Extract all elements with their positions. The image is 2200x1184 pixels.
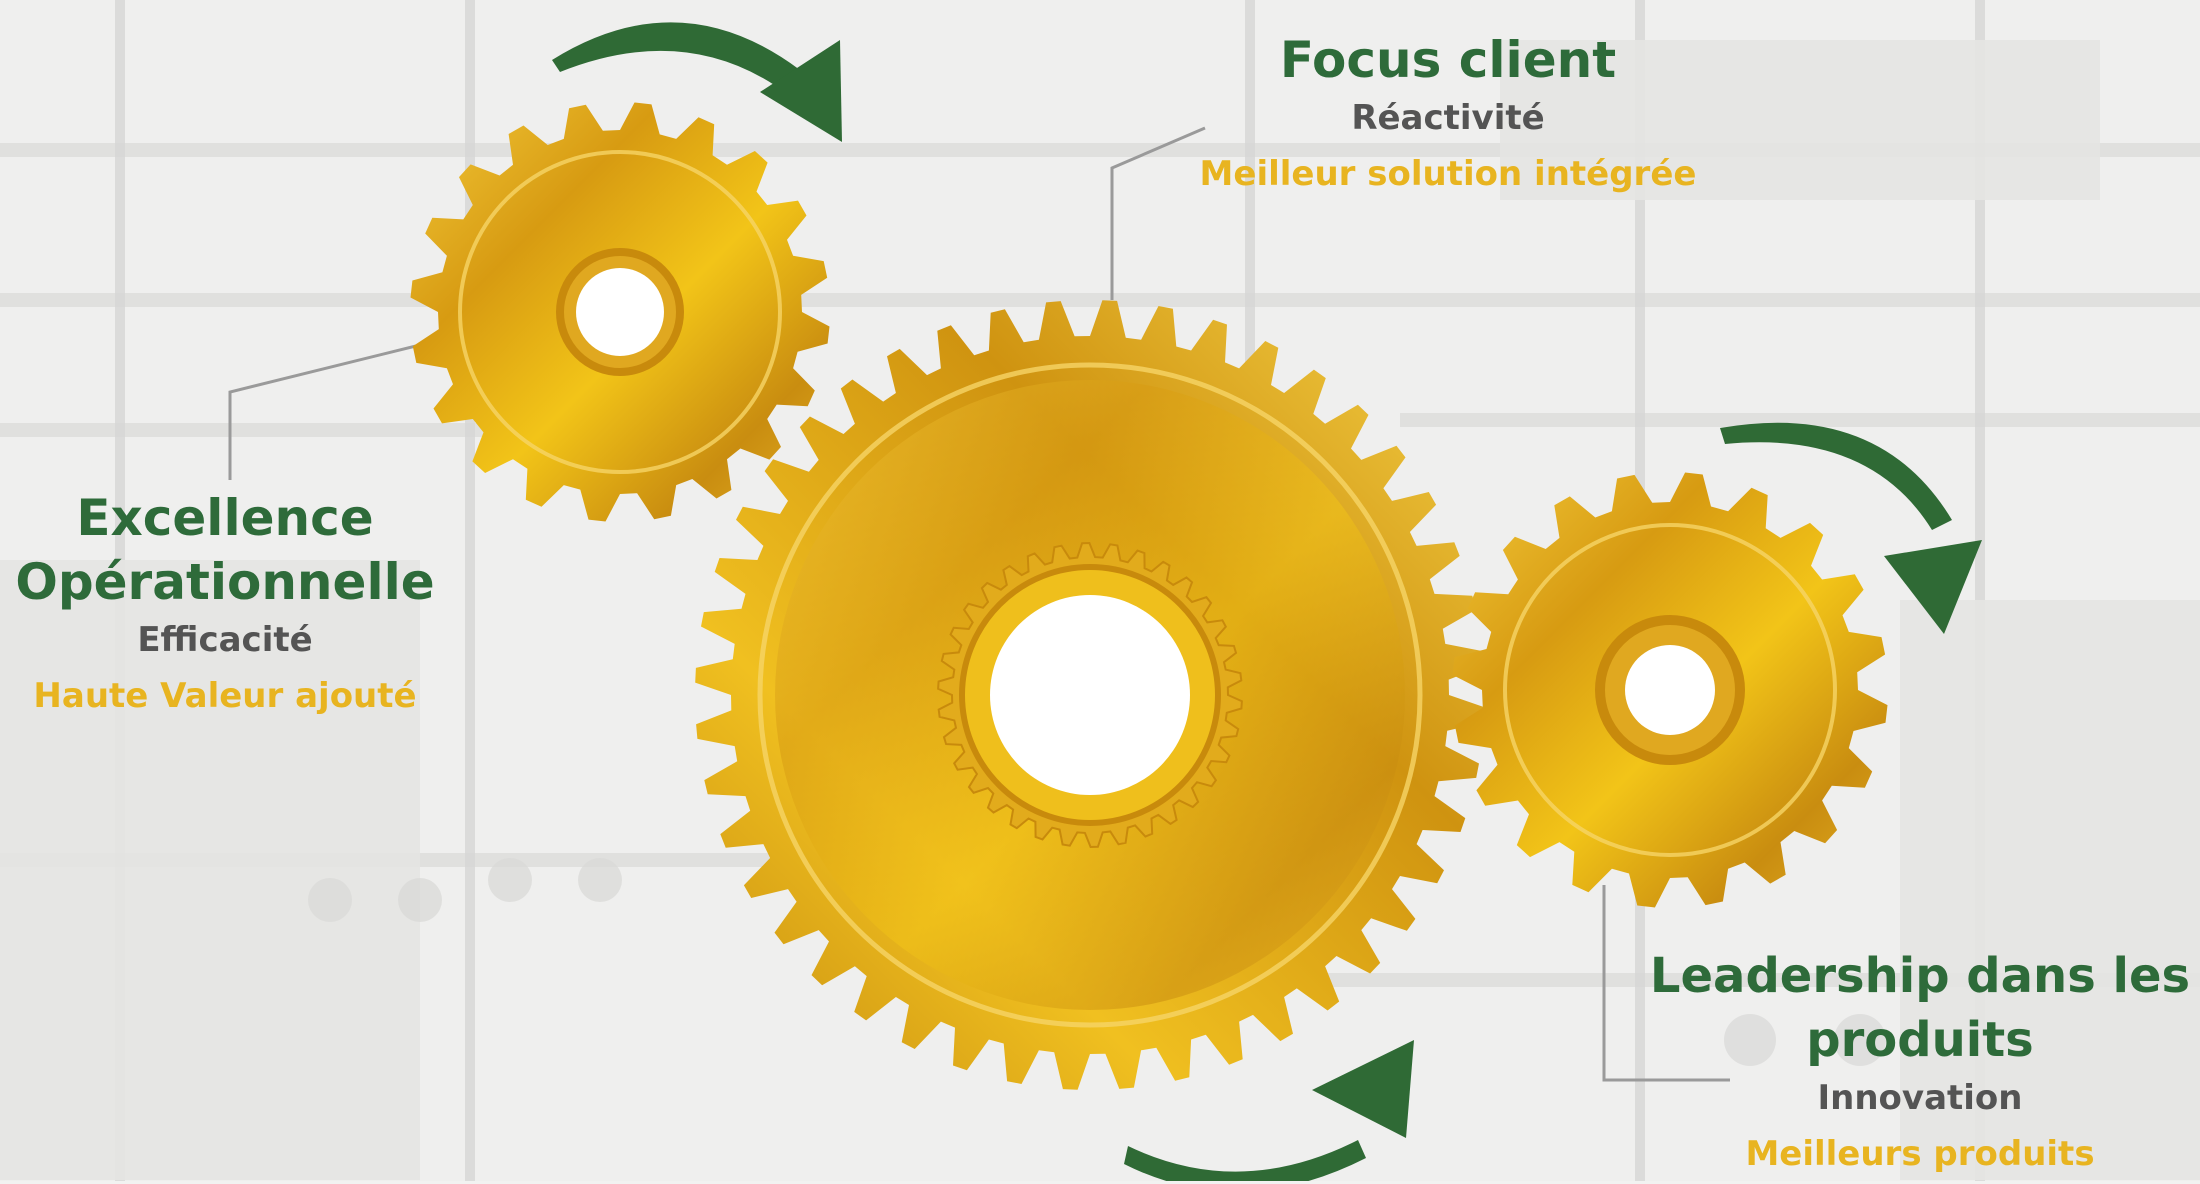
gear-large-center [695, 300, 1485, 1090]
focus-client-block: Focus client Réactivité Meilleur solutio… [1148, 28, 1748, 204]
focus-client-title: Focus client [1279, 31, 1617, 89]
leadership-title-line1: Leadership dans les [1649, 948, 2191, 1004]
connector-leadership [1602, 885, 1730, 1082]
rotation-arrow-top [552, 22, 842, 142]
rotation-arrow-bottom [1124, 1040, 1414, 1181]
excellence-title-line2: Opérationnelle [15, 553, 435, 611]
leadership-subtitle: Innovation [1817, 1078, 2023, 1118]
gear-small-right [1452, 472, 1888, 908]
connector-focus [1110, 126, 1206, 300]
leadership-highlight: Meilleurs produits [1745, 1134, 2095, 1174]
excellence-subtitle: Efficacité [137, 620, 313, 660]
connector-excellence [228, 340, 433, 480]
excellence-block: Excellence Opérationnelle Efficacité Hau… [0, 486, 450, 726]
gear-small-top-left [410, 102, 830, 522]
focus-client-highlight: Meilleur solution intégrée [1199, 154, 1697, 194]
leadership-block: Leadership dans les produits Innovation … [1620, 944, 2200, 1184]
rotation-arrow-right [1720, 422, 1982, 634]
leadership-title-line2: produits [1806, 1012, 2034, 1068]
focus-client-subtitle: Réactivité [1351, 98, 1545, 138]
excellence-highlight: Haute Valeur ajouté [33, 676, 417, 716]
excellence-title-line1: Excellence [76, 489, 374, 547]
